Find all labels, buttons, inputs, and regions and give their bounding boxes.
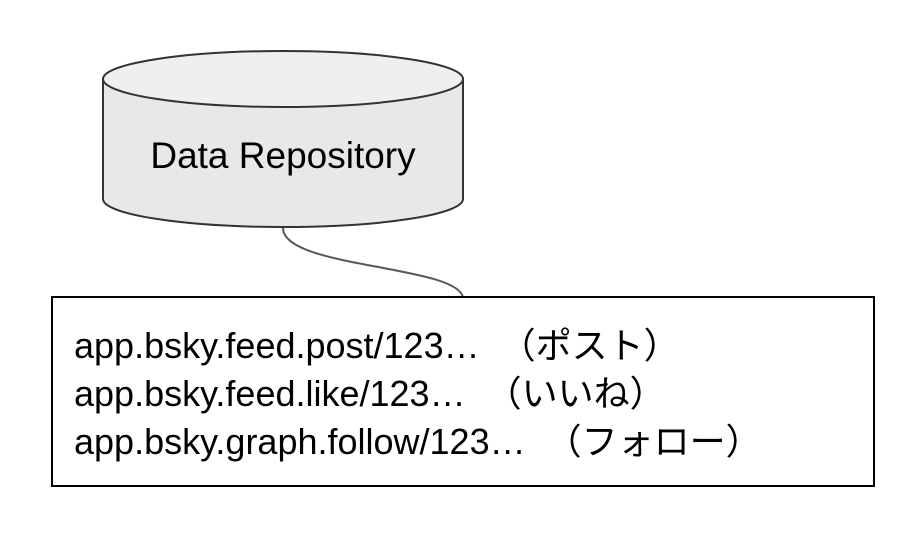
connector-line <box>282 227 464 298</box>
repository-label: Data Repository <box>150 135 416 176</box>
cylinder-top <box>102 50 464 108</box>
record-line-post: app.bsky.feed.post/123… （ポスト） <box>74 325 680 366</box>
record-line-like: app.bsky.feed.like/123… （いいね） <box>74 373 666 414</box>
record-box-border <box>51 296 875 487</box>
cylinder-body <box>102 78 464 228</box>
record-list-box: app.bsky.feed.post/123… （ポスト） app.bsky.f… <box>51 296 875 487</box>
data-repository-cylinder: Data Repository <box>102 50 464 228</box>
record-line-follow: app.bsky.graph.follow/123… （フォロー） <box>74 421 762 462</box>
